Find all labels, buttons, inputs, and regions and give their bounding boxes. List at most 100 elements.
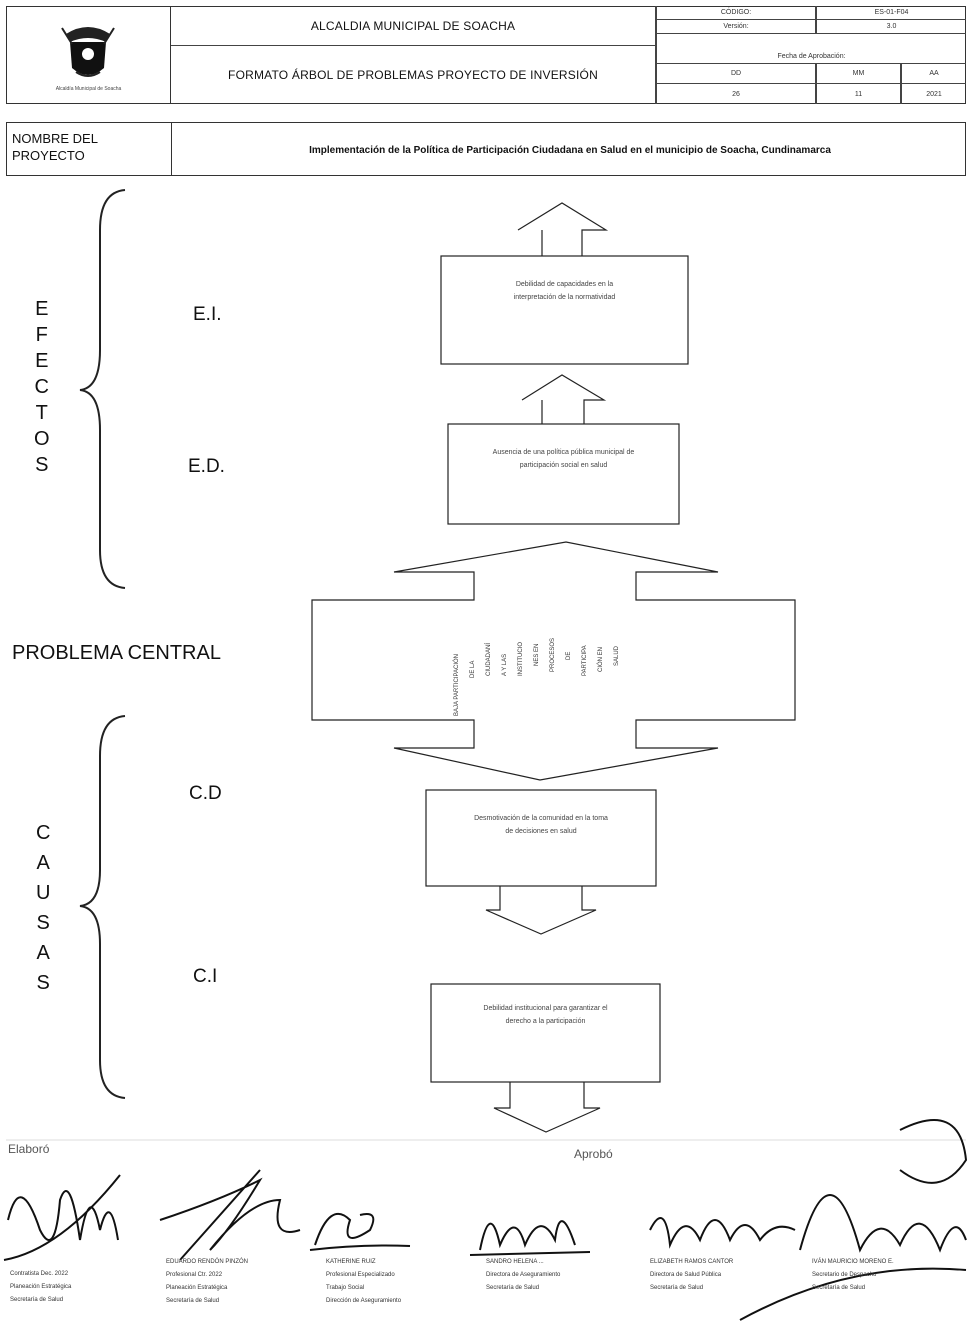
central-col: PROCESOS (550, 637, 556, 672)
version-label: Versión: (656, 20, 816, 34)
signer-line: Contratista Dec. 2022 (10, 1271, 69, 1277)
ci-label: C.I (193, 966, 218, 987)
causes-letter: A (36, 942, 50, 964)
central-col: CIUDADANÍ (486, 642, 492, 676)
signer-line: Secretario de Despacho (812, 1272, 877, 1278)
project-divider (171, 122, 172, 176)
causes-letter: S (36, 972, 50, 994)
signature-1 (3, 1174, 121, 1261)
effects-letter: S (35, 454, 49, 476)
ei-box-text: Debilidad de capacidades en la interpret… (441, 278, 688, 304)
cd-label: C.D (189, 783, 222, 804)
signature-4 (469, 1220, 591, 1256)
central-col: DE LA (470, 660, 476, 678)
central-problem-shape (311, 541, 796, 781)
central-col: SALUD (614, 645, 620, 666)
aprobo-label: Aprobó (574, 1147, 613, 1161)
signature-5 (649, 1217, 796, 1249)
version-value: 3.0 (816, 20, 966, 34)
ed-text-line1: Ausencia de una política pública municip… (492, 449, 635, 456)
central-col: CIÓN EN (598, 646, 604, 672)
logo-caption: Alcaldía Municipal de Soacha (55, 86, 122, 92)
central-col: NES EN (534, 643, 540, 666)
causes-letters: C A U S A S (36, 818, 50, 998)
causes-letter: U (36, 882, 51, 904)
aa-value: 2021 (901, 84, 966, 104)
ed-up-arrow (521, 374, 607, 424)
ci-text-line1: Debilidad institucional para garantizar … (483, 1005, 608, 1012)
ei-up-arrow (517, 202, 609, 256)
causes-letter: A (36, 852, 50, 874)
effects-letter: C (34, 376, 49, 398)
effects-brace (79, 189, 126, 589)
code-label: CÓDIGO: (656, 6, 816, 20)
ed-label: E.D. (188, 456, 225, 477)
causes-letter: C (36, 822, 51, 844)
signer-line: ELIZABETH RAMOS CANTOR (650, 1259, 734, 1265)
signature-3 (309, 1212, 411, 1251)
ei-box (440, 255, 689, 365)
ci-box-text: Debilidad institucional para garantizar … (431, 1002, 660, 1028)
signer-line: Planeación Estratégica (166, 1285, 228, 1291)
central-col: PARTICIPA (582, 645, 588, 676)
signer-line: Directora de Aseguramiento (486, 1272, 561, 1278)
causes-brace (79, 715, 126, 1099)
org-name: ALCALDIA MUNICIPAL DE SOACHA (171, 6, 656, 46)
effects-letter: E (35, 350, 49, 372)
signer-line: Profesional Ctr. 2022 (166, 1272, 223, 1278)
signer-line: Directora de Salud Pública (650, 1272, 722, 1278)
header-frame (6, 6, 966, 104)
central-col: BAJA PARTICIPACIÓN (454, 653, 460, 716)
cd-down-arrow (485, 886, 597, 935)
coat-of-arms-logo (61, 27, 115, 77)
cd-text-line1: Desmotivación de la comunidad en la toma (474, 815, 608, 822)
signer-block: ELIZABETH RAMOS CANTOR Directora de Salu… (650, 1256, 733, 1295)
ed-box-text: Ausencia de una política pública municip… (448, 446, 679, 472)
aa-label: AA (901, 64, 966, 84)
effects-letter: E (35, 298, 49, 320)
signer-line: Secretaría de Salud (166, 1298, 220, 1304)
causes-letter: S (36, 912, 50, 934)
signer-block: KATHERINE RUIZ Profesional Especializado… (326, 1256, 401, 1308)
ci-down-arrow (493, 1082, 601, 1133)
signer-line: SANDRO HELENA ... (486, 1259, 544, 1265)
logo-cell: Alcaldía Municipal de Soacha (6, 6, 171, 104)
mm-value: 11 (816, 84, 901, 104)
signer-line: Secretaría de Salud (10, 1297, 64, 1303)
signer-line: Secretaría de Salud (650, 1285, 704, 1291)
central-col: A Y LAS (502, 653, 508, 676)
signature-2 (159, 1169, 301, 1261)
cd-box-text: Desmotivación de la comunidad en la toma… (426, 812, 656, 838)
signer-line: KATHERINE RUIZ (326, 1259, 376, 1265)
project-label-line1: NOMBRE DEL (12, 131, 98, 146)
signature-6 (739, 1119, 968, 1321)
ci-box (430, 983, 661, 1083)
ei-label: E.I. (193, 304, 222, 325)
signer-line: IVÁN MAURICIO MORENO E. (812, 1259, 894, 1265)
signer-line: EDUARDO RENDÓN PINZÓN (166, 1259, 249, 1265)
central-col: DE (566, 651, 572, 660)
dd-label: DD (656, 64, 816, 84)
effects-letters: E F E C T O S (34, 296, 50, 478)
effects-letter: O (34, 428, 50, 450)
dd-value: 26 (656, 84, 816, 104)
signer-block: EDUARDO RENDÓN PINZÓN Profesional Ctr. 2… (166, 1256, 248, 1308)
project-label: NOMBRE DEL PROYECTO (12, 130, 98, 164)
code-value: ES-01-F04 (816, 6, 966, 20)
ei-text-line2: interpretación de la normatividad (513, 294, 616, 301)
project-row (6, 122, 966, 176)
approval-label: Fecha de Aprobación: (656, 34, 966, 64)
signer-block: Contratista Dec. 2022 Planeación Estraté… (10, 1268, 71, 1307)
ed-text-line2: participación social en salud (519, 462, 608, 469)
form-title: FORMATO ÁRBOL DE PROBLEMAS PROYECTO DE I… (171, 46, 656, 104)
signer-line: Planeación Estratégica (10, 1284, 72, 1290)
ei-text-line1: Debilidad de capacidades en la (515, 281, 614, 288)
elaboro-label: Elaboró (8, 1142, 50, 1156)
ed-box (447, 423, 680, 525)
effects-letter: T (35, 402, 48, 424)
central-col: INSTITUCIO (518, 642, 524, 676)
signer-line: Profesional Especializado (326, 1272, 395, 1278)
signer-line: Dirección de Aseguramiento (326, 1298, 402, 1304)
cd-text-line2: de decisiones en salud (505, 828, 577, 835)
